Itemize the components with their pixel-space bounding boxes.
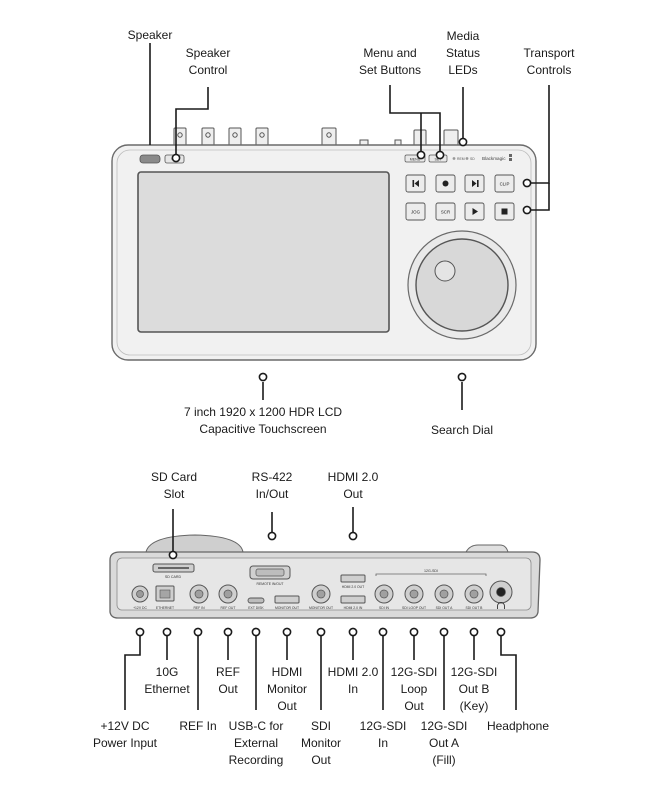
callout-power-input: +12V DC Power Input bbox=[92, 719, 158, 750]
callout-speaker: Speaker bbox=[127, 28, 173, 42]
jog-button[interactable] bbox=[405, 202, 426, 221]
callout-12g-sdi-loop-out: 12G-SDI Loop Out bbox=[390, 665, 438, 713]
sd-card-slot-label: SD CARD bbox=[165, 575, 182, 579]
callout-hdmi-monitor-out: HDMI Monitor Out bbox=[266, 665, 307, 713]
sdi-in-port-label: SDI IN bbox=[379, 606, 390, 610]
lcd-touchscreen[interactable] bbox=[137, 171, 390, 333]
callout-transport-controls: Transport Controls bbox=[523, 46, 575, 77]
brand-logo: Blackmagic bbox=[482, 156, 506, 161]
scroll-button-label: SCR bbox=[441, 210, 450, 215]
callout-12g-sdi-out-b: 12G-SDI Out B (Key) bbox=[450, 665, 498, 713]
callout-10g-ethernet: 10G Ethernet bbox=[144, 665, 190, 696]
media-led-rem bbox=[452, 157, 456, 160]
sdi-out-a-label: SDI OUT A bbox=[436, 606, 453, 610]
callout-headphone: Headphone bbox=[486, 719, 550, 733]
hdmi-monitor-out-port[interactable] bbox=[274, 595, 300, 604]
clip-button[interactable] bbox=[494, 174, 515, 193]
usbc-port[interactable] bbox=[247, 597, 265, 604]
previous-icon bbox=[414, 180, 419, 187]
callout-rs422: RS-422 In/Out bbox=[251, 470, 293, 501]
callout-ref-out: REF Out bbox=[216, 665, 240, 696]
search-dial[interactable] bbox=[407, 230, 517, 340]
headphone-icon bbox=[497, 602, 505, 609]
callout-search-dial: Search Dial bbox=[430, 423, 494, 437]
callout-sdi-monitor-out: SDI Monitor Out bbox=[300, 719, 341, 767]
rear-callout-dots bbox=[135, 531, 506, 637]
front-callout-dots bbox=[171, 137, 532, 382]
record-icon bbox=[442, 180, 449, 187]
callout-sd-card-slot: SD Card Slot bbox=[150, 470, 197, 501]
sdi-monitor-out-label: MONITOR OUT bbox=[309, 606, 333, 610]
callout-12g-sdi-out-a: 12G-SDI Out A (Fill) bbox=[420, 719, 468, 767]
callout-menu-set-buttons: Menu and Set Buttons bbox=[358, 46, 422, 77]
callout-speaker-control: Speaker Control bbox=[185, 46, 231, 77]
hdmi-in-port[interactable] bbox=[340, 595, 366, 604]
callout-media-status-leds: Media Status LEDs bbox=[445, 29, 481, 77]
rear-view: SD CARD REMOTE IN/OUT HDMI 2.0 OUT 12G-S… bbox=[109, 534, 541, 619]
hdmi-out-port[interactable] bbox=[340, 574, 366, 583]
jog-button-label: JOG bbox=[411, 210, 421, 215]
sdi-out-b-label: SDI OUT B bbox=[466, 606, 484, 610]
next-icon bbox=[472, 180, 477, 187]
callout-hdmi20-in: HDMI 2.0 In bbox=[327, 665, 379, 696]
transport-controls: CLIP JOG SCR bbox=[405, 174, 515, 221]
ethernet-port-label: ETHERNET bbox=[156, 606, 174, 610]
speaker-grille bbox=[139, 154, 161, 164]
rear-callout-lines bbox=[124, 507, 517, 710]
power-input-label: +12V DC bbox=[133, 606, 147, 610]
usbc-port-label: EXT DISK bbox=[248, 606, 264, 610]
hdmi-monitor-out-label: MONITOR OUT bbox=[275, 606, 299, 610]
stop-icon bbox=[501, 208, 508, 215]
callout-12g-sdi-in: 12G-SDI In bbox=[359, 719, 407, 750]
sdi-loop-out-label: SDI LOOP OUT bbox=[402, 606, 426, 610]
hdmi-in-port-label: HDMI 2.0 IN bbox=[344, 606, 363, 610]
callout-hdmi20-out: HDMI 2.0 Out bbox=[327, 470, 379, 501]
callout-ref-in: REF In bbox=[179, 719, 217, 733]
callout-usbc: USB-C for External Recording bbox=[228, 719, 284, 767]
led-label-rem: REM bbox=[457, 157, 465, 161]
ref-out-port-label: REF OUT bbox=[221, 606, 236, 610]
led-label-sd: SD bbox=[470, 157, 475, 161]
sdi-group-label: 12G-SDI bbox=[424, 569, 438, 573]
callout-lcd-touchscreen: 7 inch 1920 x 1200 HDR LCD Capacitive To… bbox=[183, 405, 343, 436]
menu-button-label: MENU bbox=[410, 158, 421, 162]
set-button-label: SET bbox=[435, 158, 443, 162]
ref-in-port-label: REF IN bbox=[193, 606, 205, 610]
front-view: MENU SET REM SD Blackmagic CLIP JOG SCR bbox=[111, 127, 537, 361]
front-callout-lines bbox=[149, 43, 550, 410]
scroll-button[interactable] bbox=[435, 202, 456, 221]
top-connectors bbox=[173, 127, 459, 147]
play-icon bbox=[472, 208, 478, 215]
media-led-sd bbox=[465, 157, 469, 160]
clip-button-label: CLIP bbox=[500, 182, 510, 187]
rs422-port-label: REMOTE IN/OUT bbox=[257, 582, 284, 586]
hdmi-out-port-label: HDMI 2.0 OUT bbox=[342, 585, 364, 589]
